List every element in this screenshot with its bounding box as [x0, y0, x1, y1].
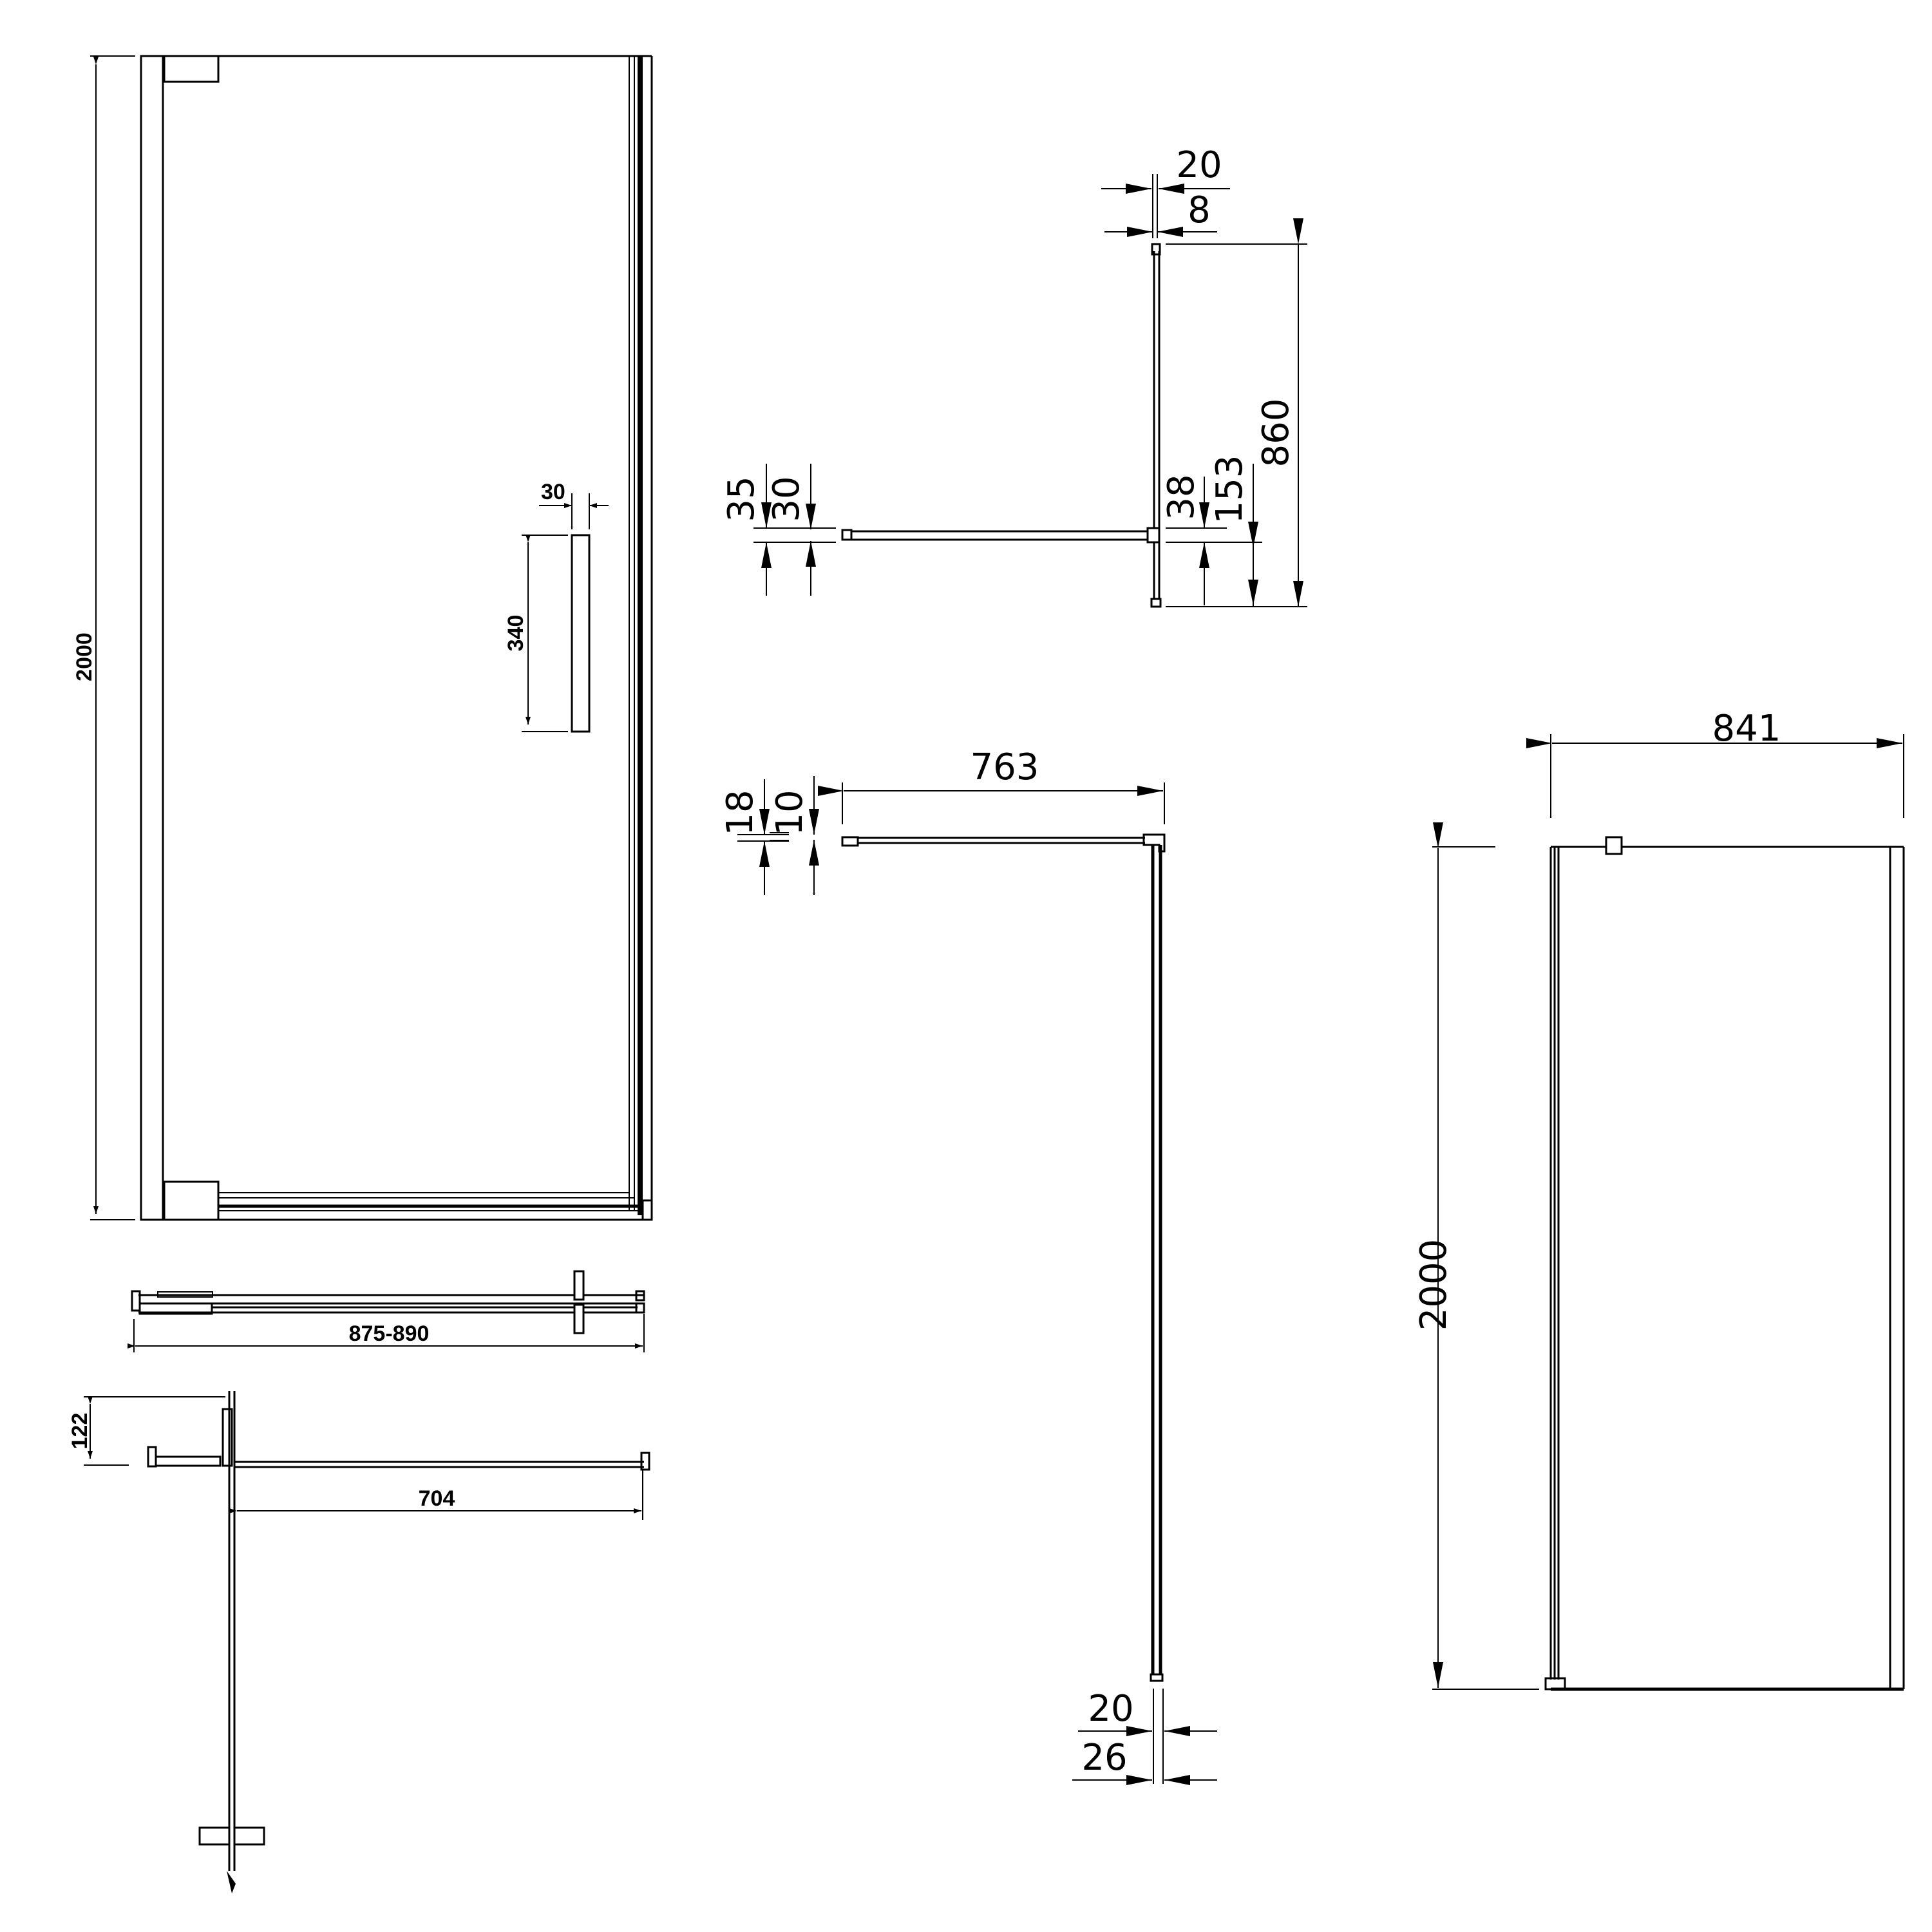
top-bar-length-dimension: 763	[818, 746, 1165, 824]
bar-offset-label: 153	[1209, 455, 1251, 524]
handle-swing-view	[198, 1826, 231, 1846]
wall-bracket	[147, 1446, 157, 1468]
clamp-label: 38	[1160, 474, 1202, 520]
bar-section-dimension: 35 30	[721, 464, 836, 596]
glass-total-label: 20	[1176, 144, 1222, 186]
bar-offset-dimension: 153	[1166, 455, 1262, 607]
glass-thickness-dimension: 20 8	[1101, 144, 1230, 238]
profile-total-label: 26	[1081, 1737, 1127, 1779]
pivot-profile	[222, 1408, 233, 1467]
bar-height-label: 860	[1255, 399, 1297, 468]
wall-bracket	[841, 836, 859, 847]
handle-top-view	[573, 1303, 585, 1334]
fixed-panel-width-dimension: 704	[229, 1470, 643, 1520]
top-bar-section-dimension: 18 10	[719, 776, 819, 895]
door-seal-strip	[638, 56, 643, 1215]
top-view-door: 875-890	[128, 1270, 645, 1352]
glass-thickness-label: 8	[1188, 189, 1211, 231]
corner-depth-label: 122	[68, 1413, 92, 1450]
side-panel-view: 841 2000	[1413, 708, 1905, 1691]
handle-swing-view	[233, 1826, 265, 1846]
bar-height-dimension: 860	[1166, 218, 1307, 607]
fixed-panel-width-label: 704	[419, 1486, 455, 1511]
top-hinge	[163, 55, 220, 83]
top-bar-length-label: 763	[971, 746, 1039, 788]
wall-profile	[140, 55, 164, 1221]
profile-end-cap	[1150, 1673, 1164, 1682]
panel-foot	[1544, 1677, 1566, 1690]
panel-width-dimension: 841	[1526, 708, 1904, 818]
door-handle	[571, 534, 591, 733]
door-height-dimension: 2000	[72, 55, 135, 1220]
top-view-corner: 122 704	[68, 1391, 650, 1893]
end-cap	[635, 1302, 645, 1314]
panel-height-dimension: 2000	[1413, 822, 1539, 1690]
bottom-hinge	[163, 1180, 220, 1221]
bar-inner-label: 30	[766, 476, 808, 522]
glass-bottom-profile	[1150, 598, 1162, 608]
clamp-dimension: 38	[1160, 474, 1227, 605]
handle-height-dimension: 340	[504, 535, 568, 732]
bar-bracket	[1605, 836, 1623, 855]
handle-height-label: 340	[504, 615, 528, 652]
panel-height-label: 2000	[1413, 1239, 1455, 1331]
handle-top-view	[573, 1270, 585, 1301]
glass-top-cap	[1151, 243, 1161, 256]
handle-width-dimension: 30	[539, 480, 609, 529]
top-bar-view: 763 18 10 20 26	[719, 746, 1217, 1785]
profile-width-dimension: 20 26	[1072, 1688, 1217, 1785]
glass-clamp	[1146, 527, 1160, 544]
wall-bracket	[131, 1290, 141, 1312]
front-door-view: 2000 30	[72, 55, 653, 1221]
hinge-block	[138, 1302, 213, 1315]
wall-bracket	[841, 529, 853, 541]
end-cap	[635, 1290, 645, 1302]
panel-width-label: 841	[1712, 708, 1781, 750]
top-bar-inner-label: 10	[769, 790, 811, 835]
door-tip	[227, 1871, 236, 1893]
hinge-block	[155, 1455, 222, 1467]
corner-depth-dimension: 122	[68, 1396, 225, 1466]
door-height-label: 2000	[72, 632, 97, 681]
door-width-label: 875-890	[349, 1321, 430, 1346]
door-corner-cap	[641, 1199, 653, 1221]
handle-width-label: 30	[541, 480, 565, 504]
profile-width-label: 20	[1088, 1688, 1133, 1730]
top-bar-outer-label: 18	[719, 790, 761, 835]
end-cap	[640, 1452, 650, 1471]
door-width-dimension: 875-890	[128, 1314, 645, 1352]
support-bar-view: 20 8 860 153 38	[721, 144, 1307, 608]
bar-outer-label: 35	[721, 476, 762, 522]
